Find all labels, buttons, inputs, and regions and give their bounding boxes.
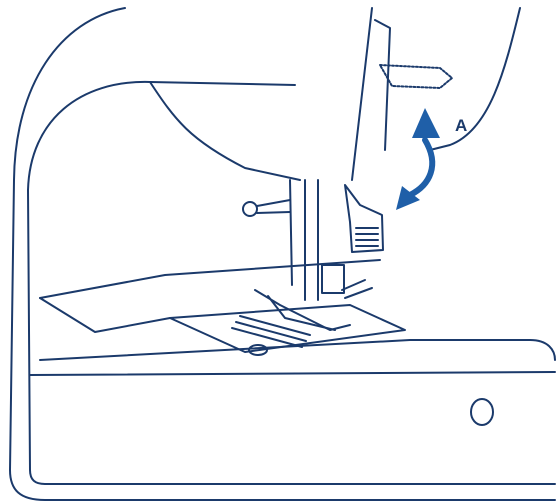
- machine-head: [150, 8, 520, 180]
- presser-foot-lever: [345, 65, 452, 252]
- up-down-arrow-icon: [396, 108, 440, 210]
- callout-label-a: A: [455, 116, 467, 135]
- machine-body-outline: [10, 8, 555, 500]
